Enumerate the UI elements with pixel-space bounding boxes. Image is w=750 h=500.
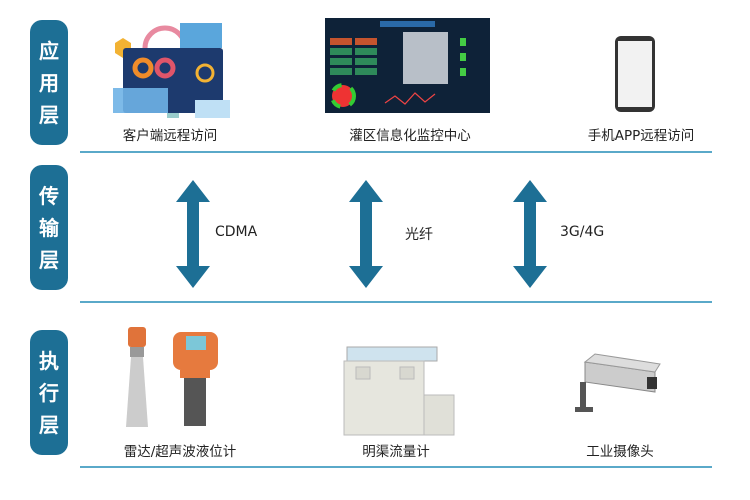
open-channel-flowmeter-illustration: [343, 346, 455, 436]
label-fiber: 光纤: [405, 227, 433, 243]
layer-application: 应用层: [30, 20, 68, 145]
layer-char: 应: [39, 38, 59, 63]
layer-char: 输: [39, 215, 59, 240]
layer-char: 层: [39, 247, 59, 272]
label-level-gauge: 雷达/超声波液位计: [123, 444, 237, 460]
layer-char: 执: [39, 348, 59, 373]
layer-execution: 执行层: [30, 330, 68, 455]
double-arrow-icon: [349, 180, 383, 288]
radar-ultrasonic-level-gauge-illustration: [126, 327, 218, 427]
layer-char: 层: [39, 102, 59, 127]
label-mobile-app-access: 手机APP远程访问: [587, 128, 695, 144]
label-flowmeter: 明渠流量计: [362, 444, 430, 460]
monitoring-dashboard-screenshot: [325, 18, 490, 113]
double-arrow-icon: [176, 180, 210, 288]
industrial-camera-illustration: [575, 353, 661, 412]
label-client-remote-access: 客户端远程访问: [122, 128, 218, 144]
layer-char: 用: [39, 70, 59, 95]
layer-transport: 传输层: [30, 165, 68, 290]
label-industrial-camera: 工业摄像头: [586, 444, 654, 460]
layer-char: 传: [39, 183, 59, 208]
label-3g4g: 3G/4G: [560, 224, 605, 240]
divider: [80, 466, 712, 468]
layer-char: 层: [39, 412, 59, 437]
phone-illustration: [615, 36, 655, 112]
divider: [80, 151, 712, 153]
divider: [80, 301, 712, 303]
label-cdma: CDMA: [215, 224, 258, 240]
label-monitoring-center: 灌区信息化监控中心: [349, 128, 471, 144]
client-monitor-illustration: [113, 23, 230, 118]
double-arrow-icon: [513, 180, 547, 288]
layer-char: 行: [39, 380, 59, 405]
